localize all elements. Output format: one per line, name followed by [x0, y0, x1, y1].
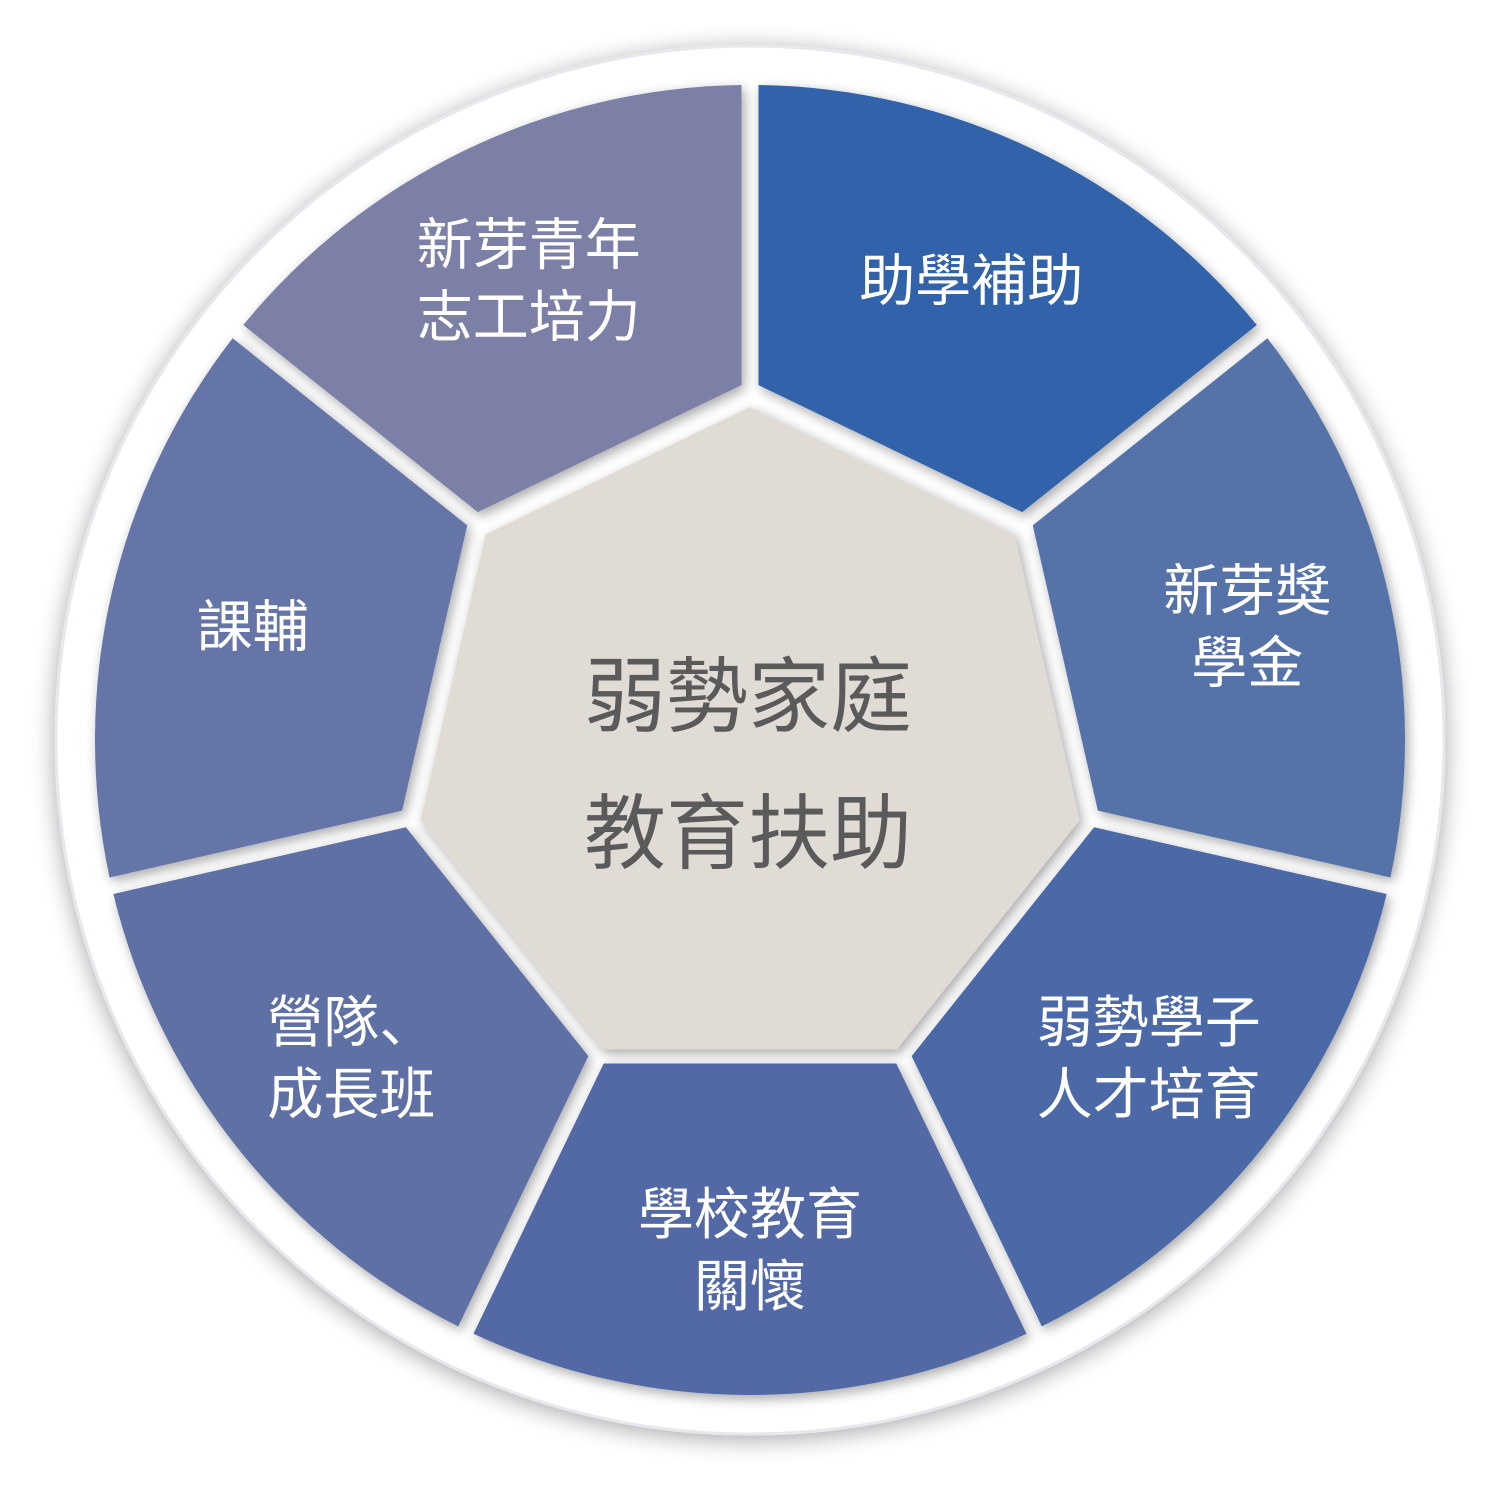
segment-label-school-care-2: 關懷	[694, 1255, 806, 1320]
segment-label-camps-classes-1: 營隊、	[267, 991, 435, 1056]
segment-label-tutoring-1: 課輔	[197, 596, 309, 661]
segment-shape-camps-classes	[113, 827, 589, 1327]
segment-label-sprout-scholarship-2: 學金	[1191, 632, 1303, 697]
center-label-line-2: 教育扶助	[584, 787, 912, 882]
segment-label-talent-cultivation-1: 弱勢學子	[1037, 991, 1261, 1056]
segment-shape-youth-volunteer	[243, 85, 742, 513]
segment-label-school-care-1: 學校教育	[638, 1183, 862, 1248]
center-heptagon	[420, 407, 1080, 1050]
segment-tutoring: 課輔	[94, 338, 468, 878]
segment-label-youth-volunteer-2: 志工培力	[417, 286, 641, 351]
segment-shape-tutoring	[94, 338, 468, 878]
segment-shape-school-care	[473, 1063, 1027, 1395]
segment-label-scholarship-aid-1: 助學補助	[859, 250, 1083, 315]
segment-label-youth-volunteer-1: 新芽青年	[417, 214, 641, 279]
segment-camps-classes: 營隊、成長班	[113, 827, 589, 1327]
segment-label-talent-cultivation-2: 人才培育	[1037, 1063, 1261, 1128]
segment-shape-sprout-scholarship	[1032, 338, 1405, 878]
segment-label-sprout-scholarship-1: 新芽獎	[1163, 560, 1331, 625]
segment-shape-scholarship-aid	[758, 85, 1257, 513]
segment-scholarship-aid: 助學補助	[758, 85, 1257, 513]
segment-label-camps-classes-2: 成長班	[267, 1063, 435, 1128]
segment-shape-talent-cultivation	[911, 827, 1387, 1327]
center-label-line-1: 弱勢家庭	[584, 650, 912, 745]
